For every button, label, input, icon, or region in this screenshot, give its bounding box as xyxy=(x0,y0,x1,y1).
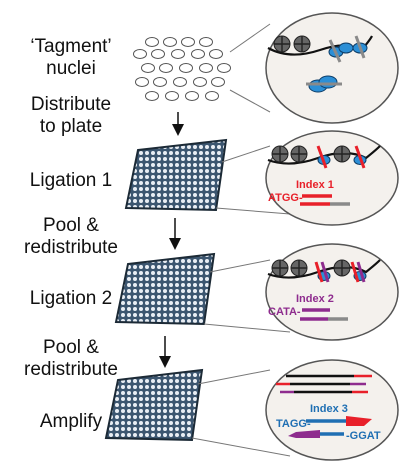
index-2-sequence: CATA- xyxy=(268,306,301,318)
tn5-transposase-icon xyxy=(314,261,331,283)
nucleus-icon xyxy=(135,77,149,87)
nuclei-group xyxy=(133,37,231,101)
inset-ligation-2: Index 2 CATA- xyxy=(265,243,399,341)
inset-connector xyxy=(215,207,291,215)
nucleus-icon xyxy=(185,91,199,101)
inset-connector xyxy=(197,369,271,385)
step-label-tagment: ‘Tagment’ nuclei xyxy=(30,36,112,79)
step-label-distribute: Distribute to plate xyxy=(30,94,112,137)
nucleus-icon xyxy=(145,91,159,101)
primer-arrowhead xyxy=(288,430,320,438)
nucleosome-icon xyxy=(293,35,311,53)
index-3-sequence-top: TAGG- xyxy=(276,418,311,430)
inset-circle xyxy=(265,12,399,124)
nucleus-icon xyxy=(199,63,213,73)
inset-circle xyxy=(265,243,399,341)
inset-connector xyxy=(229,89,271,113)
tn5-transposase-icon xyxy=(316,145,331,169)
tn5-transposase-icon xyxy=(352,35,368,59)
plate-icon xyxy=(114,252,216,326)
index-3-sequence-bottom: -GGAT xyxy=(346,430,381,442)
nucleus-icon xyxy=(173,77,187,87)
nucleus-icon xyxy=(211,77,225,87)
index-3-label: Index 3 xyxy=(310,403,348,415)
inset-connector xyxy=(221,145,271,163)
nucleus-icon xyxy=(217,63,231,73)
primer-arrowhead xyxy=(346,416,372,426)
inset-connector xyxy=(203,323,291,333)
inset-ligation-1: Index 1 ATGG- xyxy=(265,130,399,226)
inset-amplify: Index 3 TAGG- -GGAT xyxy=(265,359,399,461)
nucleosome-icon xyxy=(333,259,351,277)
inset-circle xyxy=(265,130,399,226)
nucleosome-icon xyxy=(273,35,291,53)
nucleus-icon xyxy=(153,77,167,87)
index-1-label: Index 1 xyxy=(296,179,334,191)
tn5-transposase-icon xyxy=(353,145,367,169)
nucleus-icon xyxy=(145,37,159,47)
tn5-transposase-icon xyxy=(328,39,354,63)
step-label-ligation-1: Ligation 1 xyxy=(29,170,113,191)
plate-icon xyxy=(124,138,228,212)
inset-connector xyxy=(229,23,271,53)
nucleosome-icon xyxy=(290,259,308,277)
nucleus-icon xyxy=(163,37,177,47)
nucleus-icon xyxy=(159,63,173,73)
nucleosome-icon xyxy=(333,145,351,163)
plate-icon xyxy=(104,368,204,442)
nucleus-icon xyxy=(141,63,155,73)
inset-connector xyxy=(191,437,291,457)
index-2-label: Index 2 xyxy=(296,293,334,305)
nucleus-icon xyxy=(151,49,165,59)
nucleus-icon xyxy=(171,49,185,59)
step-label-pool-1: Pool & redistribute xyxy=(24,215,118,258)
nucleosome-icon xyxy=(290,145,308,163)
nucleus-icon xyxy=(193,77,207,87)
nucleus-icon xyxy=(209,49,223,59)
nucleus-icon xyxy=(199,37,213,47)
inset-tagmentation xyxy=(265,12,399,124)
nucleosome-icon xyxy=(271,145,289,163)
nucleus-icon xyxy=(181,37,195,47)
tn5-transposase-icon xyxy=(350,261,367,283)
nucleosome-icon xyxy=(271,259,289,277)
index-1-sequence: ATGG- xyxy=(268,192,303,204)
nucleus-icon xyxy=(165,91,179,101)
step-label-pool-2: Pool & redistribute xyxy=(24,337,118,380)
nucleus-icon xyxy=(133,49,147,59)
inset-connector xyxy=(209,259,271,273)
step-label-ligation-2: Ligation 2 xyxy=(29,288,113,309)
nucleus-icon xyxy=(179,63,193,73)
tn5-transposase-icon xyxy=(306,75,342,93)
step-label-amplify: Amplify xyxy=(39,411,103,432)
nucleus-icon xyxy=(191,49,205,59)
nucleus-icon xyxy=(205,91,219,101)
